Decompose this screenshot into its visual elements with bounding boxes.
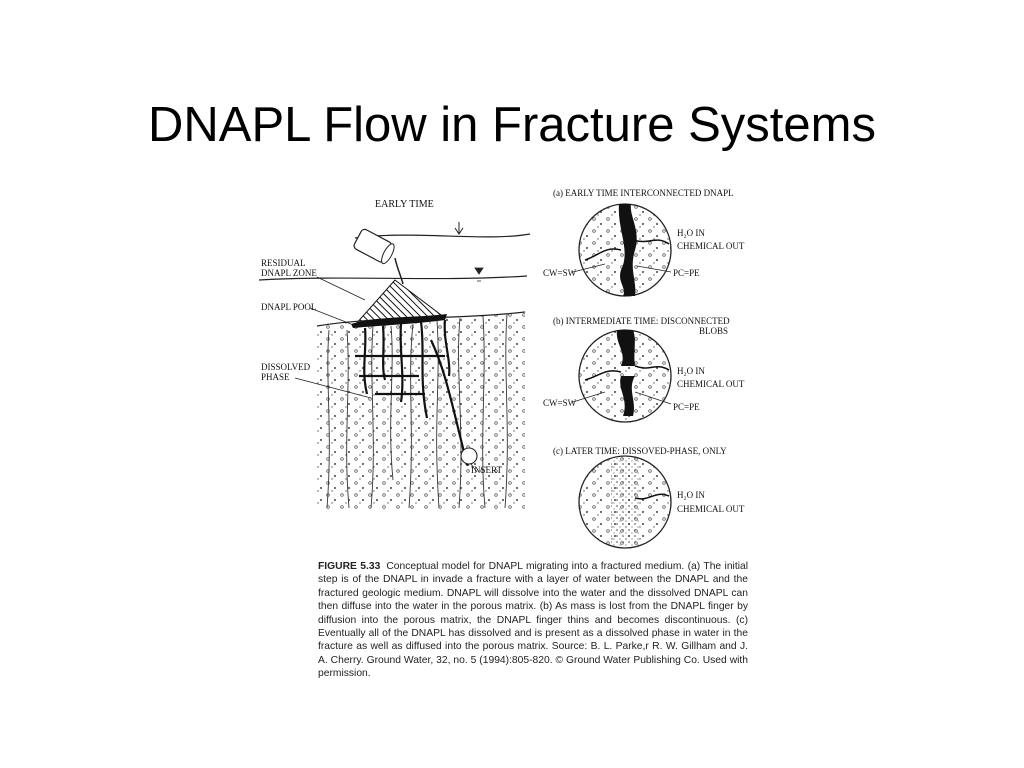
- panel-b-h2o-in: H₂O IN: [677, 366, 705, 376]
- panel-b-heading2: BLOBS: [699, 326, 729, 336]
- panel-b-pc-pe: PC=PE: [673, 402, 700, 412]
- panel-b-heading: (b) INTERMEDIATE TIME: DISCONNECTED: [553, 316, 730, 326]
- pool-label: DNAPL POOL: [261, 302, 317, 312]
- insert-circle: [460, 447, 478, 465]
- infiltration-arrow: [454, 222, 464, 235]
- panel-a-h2o-in: H₂O IN: [677, 228, 705, 238]
- barrel-icon: [353, 228, 395, 265]
- panel-a-cw-sw: CW=SW: [543, 268, 577, 278]
- panel-c-circle: [578, 455, 672, 549]
- panel-a-heading: (a) EARLY TIME INTERCONNECTED DNAPL: [553, 188, 734, 198]
- fracture-diagram: EARLY TIME RESIDUAL DNAPL ZONE DNAPL POO…: [255, 180, 775, 680]
- panel-a-chemical-out: CHEMICAL OUT: [677, 241, 745, 251]
- dnapl-fingers: [355, 319, 471, 466]
- figure-number: FIGURE 5.33: [318, 561, 381, 572]
- leader-lines: [294, 276, 478, 473]
- panel-c-chemical-out: CHEMICAL OUT: [677, 504, 745, 514]
- panel-b-cw-sw: CW=SW: [543, 398, 577, 408]
- slide-title: DNAPL Flow in Fracture Systems: [148, 97, 876, 152]
- caption-text: Conceptual model for DNAPL migrating int…: [318, 561, 748, 680]
- dissolved-label-line1: DISSOLVED: [261, 362, 311, 372]
- panel-c-h2o-in: H₂O IN: [677, 490, 705, 500]
- dissolved-label-line2: PHASE: [261, 372, 290, 382]
- water-table-line: [258, 275, 528, 281]
- spill-stream: [394, 257, 404, 285]
- panel-leader-lines: [572, 263, 672, 405]
- panel-b-chemical-out: CHEMICAL OUT: [677, 379, 745, 389]
- fracture-diagram-drawing: [258, 203, 672, 549]
- fracture-lines: [326, 313, 508, 509]
- dnapl-pool: [351, 314, 447, 328]
- residual-label-line1: RESIDUAL: [261, 258, 306, 268]
- water-table-symbol: [474, 267, 484, 282]
- insert-label: INSERT: [471, 465, 502, 475]
- rock-surface: [317, 312, 525, 510]
- panel-a-pc-pe: PC=PE: [673, 268, 700, 278]
- panel-c-heading: (c) LATER TIME: DISSOVED-PHASE, ONLY: [553, 446, 727, 456]
- panel-a-circle: [578, 203, 672, 297]
- early-time-label: EARLY TIME: [375, 199, 434, 210]
- panel-b-circle: [578, 329, 672, 423]
- residual-label-line2: DNAPL ZONE: [261, 268, 317, 278]
